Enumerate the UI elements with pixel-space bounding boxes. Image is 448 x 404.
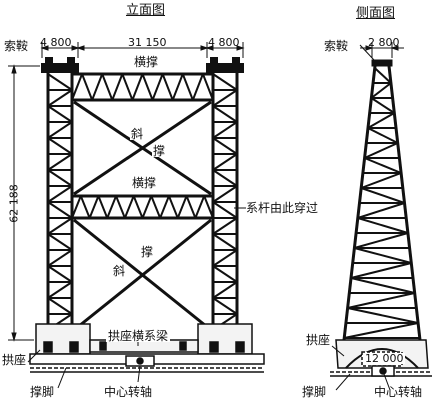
- front-arch-seat: [35, 323, 253, 355]
- side-arch-seat-label: 拱座: [306, 333, 331, 347]
- front-diagonal-brace-1-label: 斜: [130, 127, 145, 141]
- front-top-truss: [71, 72, 214, 102]
- front-support-leg-label: 撑脚: [30, 385, 55, 399]
- side-saddle-label: 索鞍: [324, 39, 349, 53]
- front-diagonal-brace-1b-label: 撑: [152, 144, 167, 158]
- front-view-title: 立面图: [126, 3, 166, 18]
- side-view-title: 侧面图: [356, 6, 396, 21]
- front-mid-truss: [71, 194, 214, 220]
- side-saddle: [371, 59, 393, 67]
- front-horizontal-brace-top-label: 横撑: [132, 55, 161, 69]
- side-center-axis-label: 中心转轴: [374, 385, 423, 399]
- front-height-dim: 62 188: [7, 184, 21, 223]
- front-height-dimension: [8, 64, 40, 342]
- front-lower-diagonal-brace: [73, 218, 212, 332]
- side-tower-lacing: [344, 67, 420, 339]
- front-center-axis-label: 中心转轴: [104, 385, 153, 399]
- front-support-base: [29, 353, 265, 373]
- side-leaders: [331, 44, 391, 391]
- front-horizontal-brace-mid-label: 横撑: [130, 176, 159, 190]
- front-dim-mid-top: 31 150: [128, 36, 167, 49]
- front-saddle-right: [206, 57, 244, 73]
- front-diagonal-brace-2b-label: 撑: [140, 245, 155, 259]
- front-view: [8, 42, 265, 389]
- side-dim-top: 2 800: [368, 36, 400, 49]
- side-support-leg-label: 撑脚: [302, 385, 327, 399]
- front-leaders: [27, 207, 246, 389]
- front-dim-right-top: 4 800: [208, 36, 240, 49]
- front-left-column: [46, 72, 74, 340]
- front-upper-diagonal-brace: [73, 100, 212, 196]
- side-support-base: [330, 365, 432, 377]
- side-top-dimension: [360, 42, 404, 58]
- front-diagonal-brace-2-label: 斜: [112, 264, 127, 278]
- front-dim-left-top: 4 800: [40, 36, 72, 49]
- front-tie-rod-note: 系杆由此穿过: [246, 201, 319, 215]
- side-base-width: 12 000: [364, 352, 405, 365]
- front-arch-seat-beam-label: 拱座横系梁: [106, 329, 171, 343]
- front-arch-seat-label: 拱座: [2, 353, 27, 367]
- front-top-dimension: [40, 42, 245, 58]
- front-column-lacing: [47, 73, 238, 331]
- front-right-column: [211, 72, 239, 340]
- side-view: [330, 42, 432, 391]
- front-saddle-label: 索鞍: [4, 39, 29, 53]
- front-saddle-left: [41, 57, 79, 73]
